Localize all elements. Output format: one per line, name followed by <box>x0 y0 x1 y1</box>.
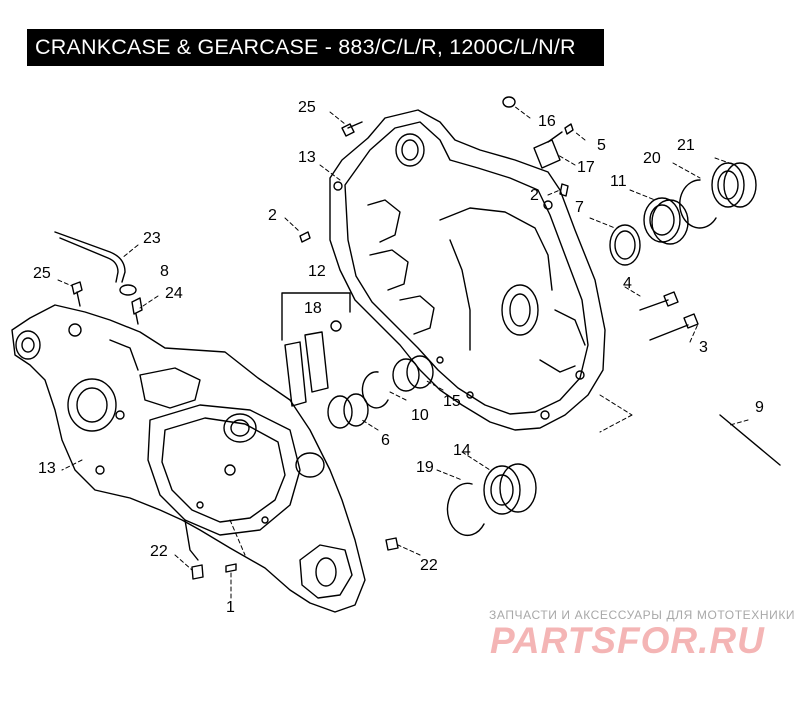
plug-part <box>191 564 204 580</box>
retaining-ring-part-2 <box>446 482 485 537</box>
callout-13-left: 13 <box>38 460 56 477</box>
callout-25-left: 25 <box>33 265 51 282</box>
dowel-part-3 <box>225 563 237 573</box>
left-crankcase-half <box>11 304 366 613</box>
dowel-pin-part <box>502 96 516 108</box>
callout-22-right: 22 <box>420 557 438 574</box>
callout-11: 11 <box>610 173 627 190</box>
plate-part <box>533 139 561 169</box>
main-bearing-part <box>483 465 521 515</box>
callout-19: 19 <box>416 459 434 476</box>
callout-21: 21 <box>677 137 695 154</box>
callout-8: 8 <box>160 263 169 280</box>
callout-25-top: 25 <box>298 99 316 116</box>
callout-9: 9 <box>755 399 764 416</box>
callout-20: 20 <box>643 150 661 167</box>
callout-22-left: 22 <box>150 543 168 560</box>
long-bolt-part <box>649 313 699 341</box>
needle-bearing-part <box>392 358 420 392</box>
callout-12: 12 <box>308 263 326 280</box>
callout-13-top: 13 <box>298 149 316 166</box>
callout-14: 14 <box>453 442 471 459</box>
callout-1: 1 <box>226 599 235 616</box>
callout-2-top: 2 <box>530 187 539 204</box>
plug-part-2 <box>385 537 399 551</box>
callout-7: 7 <box>575 199 584 216</box>
callout-4: 4 <box>623 275 632 292</box>
callout-24: 24 <box>165 285 183 302</box>
callout-17: 17 <box>577 159 595 176</box>
bolt-part <box>341 121 363 137</box>
leader-lines <box>57 105 749 599</box>
watermark-tagline: ЗАПЧАСТИ И АКСЕССУАРЫ ДЛЯ МОТОТЕХНИКИ <box>489 608 796 622</box>
fitting-part <box>131 297 143 325</box>
callout-5: 5 <box>597 137 606 154</box>
callout-labels: 25 16 5 13 17 21 20 11 2 7 2 23 8 25 24 … <box>33 99 764 616</box>
watermark-logo: PARTSFOR.RU <box>490 620 765 661</box>
callout-6: 6 <box>381 432 390 449</box>
diagram-title: CRANKCASE & GEARCASE - 883/C/L/R, 1200C/… <box>27 29 604 66</box>
callout-3: 3 <box>699 339 708 356</box>
callout-16: 16 <box>538 113 556 130</box>
hose-clamp-part <box>119 284 137 296</box>
bolt-part-2 <box>71 281 83 307</box>
bushing-part <box>327 395 353 429</box>
breather-hose-part <box>54 231 126 283</box>
callout-15: 15 <box>443 393 461 410</box>
pump-plate-part <box>284 341 307 407</box>
callout-2-left: 2 <box>268 207 277 224</box>
dowel-part-2 <box>299 231 311 243</box>
callout-23: 23 <box>143 230 161 247</box>
pin-part <box>719 414 781 466</box>
short-bolt-part <box>639 291 679 311</box>
dowel-part <box>559 183 569 197</box>
retaining-ring-part <box>679 179 717 229</box>
washer-part <box>609 224 641 266</box>
callout-10: 10 <box>411 407 429 424</box>
callout-18: 18 <box>304 300 322 317</box>
right-crankcase-half <box>329 109 606 431</box>
